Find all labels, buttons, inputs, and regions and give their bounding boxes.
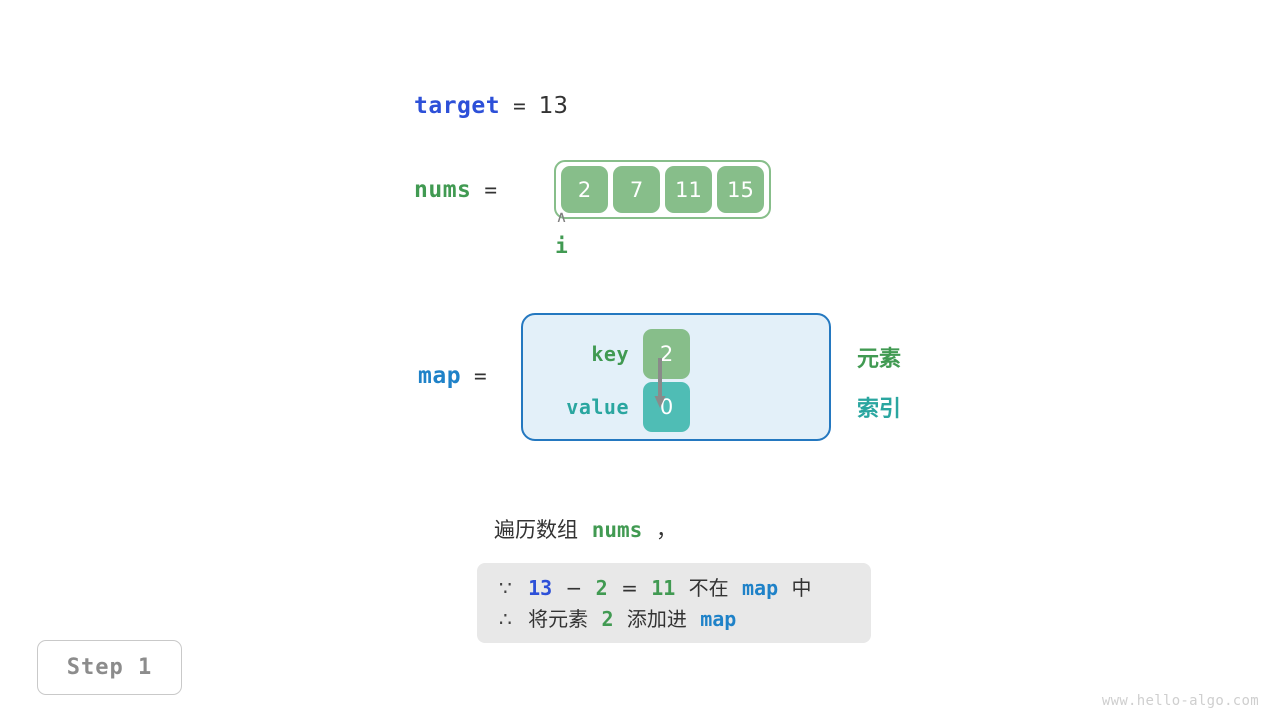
map-variable-label: map xyxy=(418,363,462,389)
note-line-because: ∵ 13 − 2 = 11 不在 map 中 xyxy=(499,573,849,604)
target-equals-sign: = xyxy=(513,94,526,118)
caption-code-nums: nums xyxy=(591,518,643,542)
array-cell: 11 xyxy=(665,166,713,213)
note-add-suffix: 添加进 xyxy=(626,607,687,631)
note-map-ref: map xyxy=(742,576,779,600)
nums-array-frame: 2 7 11 15 xyxy=(554,160,772,219)
map-container: key 2 value 0 xyxy=(521,313,831,441)
legend-element-label: 元素 xyxy=(857,347,902,372)
note-line-therefore: ∴ 将元素 2 添加进 map xyxy=(499,604,849,635)
target-variable-label: target xyxy=(414,93,501,119)
map-declaration-row: map = xyxy=(418,363,487,389)
index-pointer: ∧ i xyxy=(538,208,585,260)
target-declaration-row: target = 13 xyxy=(414,93,568,119)
note-map-ref: map xyxy=(700,607,737,631)
map-key-row: key 2 xyxy=(523,329,829,379)
note-complement-value: 11 xyxy=(651,576,676,600)
note-current-value: 2 xyxy=(595,576,608,600)
caption-prefix: 遍历数组 xyxy=(494,518,578,542)
caption-text: 遍历数组 nums ， xyxy=(494,514,677,544)
pointer-index-label: i xyxy=(555,234,568,258)
array-cell: 7 xyxy=(613,166,661,213)
legend-index-label: 索引 xyxy=(857,397,902,422)
map-equals-sign: = xyxy=(474,364,487,388)
nums-equals-sign: = xyxy=(484,177,498,202)
note-add-prefix: 将元素 xyxy=(528,607,589,631)
step-label: Step 1 xyxy=(66,655,153,680)
note-in-suffix: 中 xyxy=(791,576,812,600)
explanation-note-box: ∵ 13 − 2 = 11 不在 map 中 ∴ 将元素 2 添加进 map xyxy=(477,563,871,643)
map-key-cell: 2 xyxy=(643,329,690,379)
map-value-cell: 0 xyxy=(643,382,690,432)
pointer-caret-icon: ∧ xyxy=(555,207,568,226)
because-symbol-icon: ∵ xyxy=(499,576,512,600)
array-cell: 2 xyxy=(561,166,609,213)
note-target-value: 13 xyxy=(528,576,553,600)
nums-variable-label: nums xyxy=(414,176,472,203)
note-minus-operator: − xyxy=(565,576,583,600)
site-watermark: www.hello-algo.com xyxy=(1101,693,1259,709)
map-value-row: value 0 xyxy=(523,382,829,432)
target-value: 13 xyxy=(538,93,569,119)
step-badge: Step 1 xyxy=(37,640,182,695)
map-key-label: key xyxy=(591,342,629,366)
array-cell: 15 xyxy=(717,166,765,213)
therefore-symbol-icon: ∴ xyxy=(499,607,512,631)
caption-suffix: ， xyxy=(655,518,677,542)
note-added-value: 2 xyxy=(601,607,614,631)
note-not-in-text: 不在 xyxy=(688,576,729,600)
nums-declaration-row: nums = 2 7 11 15 xyxy=(414,160,772,219)
note-equals-operator: = xyxy=(621,576,638,600)
map-value-label: value xyxy=(566,395,629,419)
